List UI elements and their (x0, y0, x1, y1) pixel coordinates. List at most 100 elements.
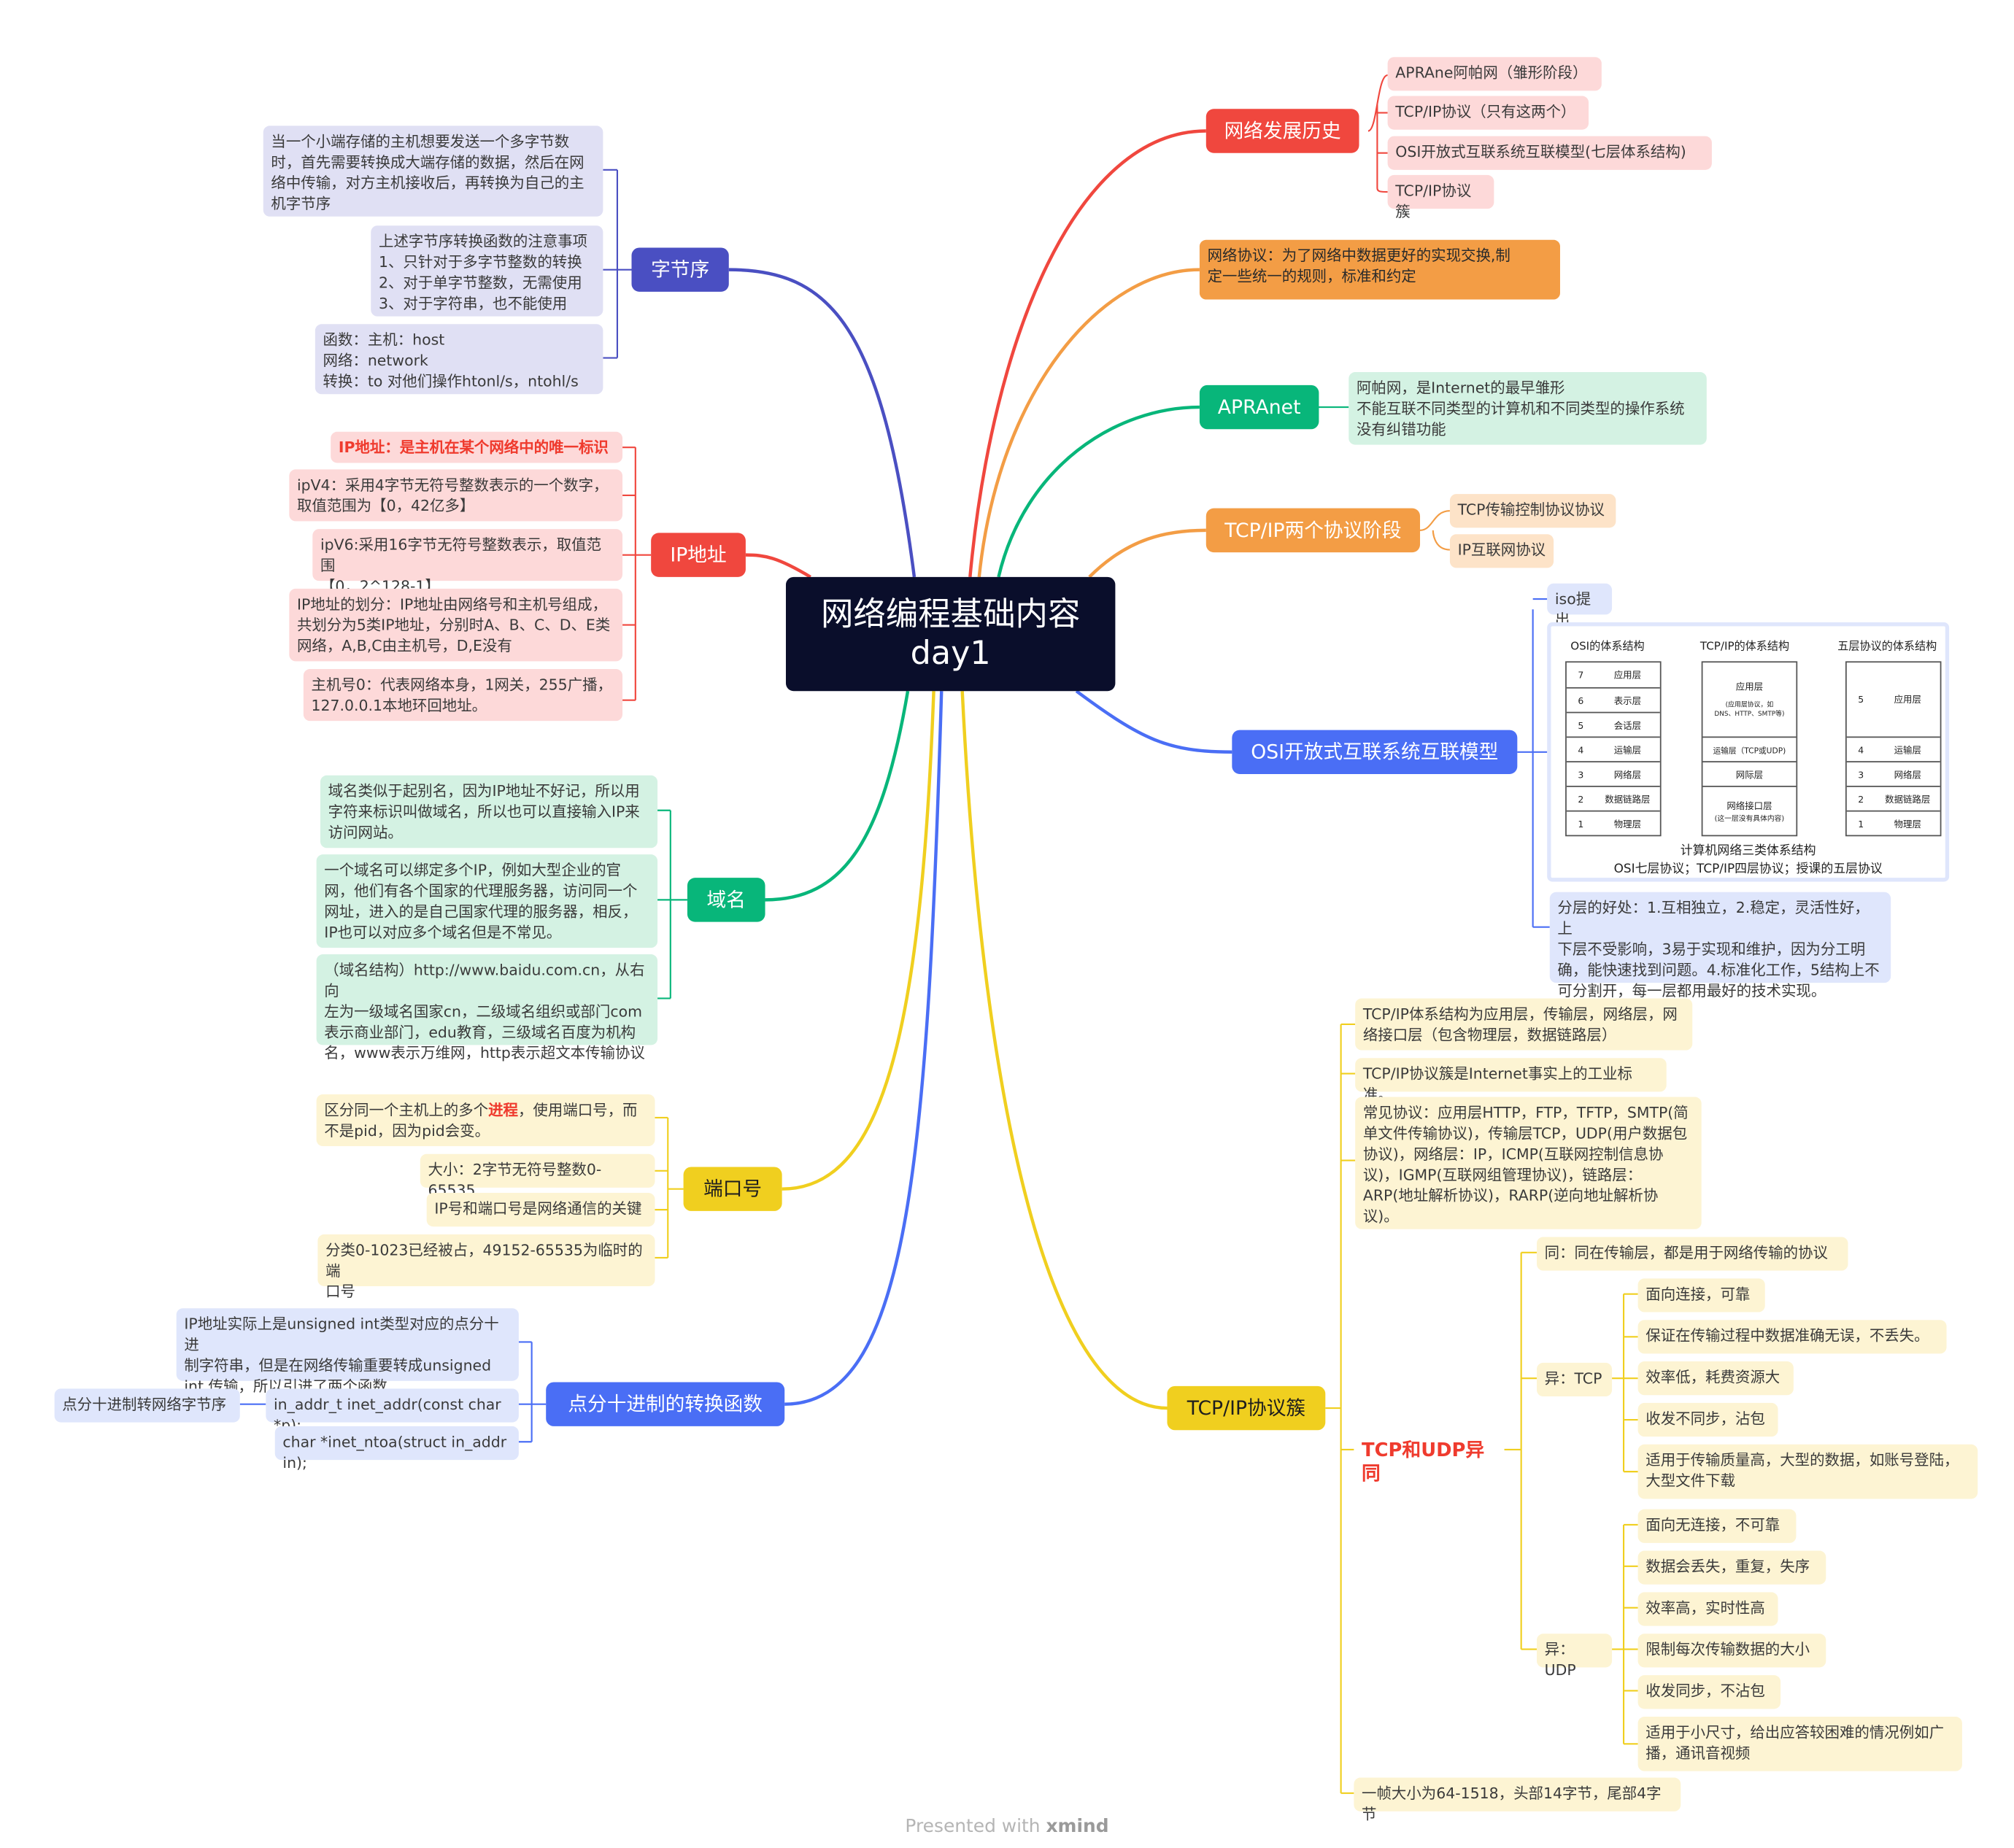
osi-layer-number: 5 (1578, 720, 1584, 731)
history-item[interactable]: TCP/IP协议（只有这两个） (1387, 96, 1589, 130)
history-item[interactable]: TCP/IP协议簇 (1387, 174, 1494, 220)
ip-item[interactable]: ipV4：采用4字节无符号整数表示的一个数字， 取值范围为【0，42亿多】 (289, 469, 623, 522)
branch-dotted-decimal-conversion[interactable]: 点分十进制的转换函数 (546, 1382, 785, 1426)
xmind-logo: xmind (1046, 1816, 1109, 1838)
tcpip-internet-label: 网际层 (1735, 769, 1764, 780)
port-item1-highlight: 进程 (488, 1100, 518, 1119)
suite-item[interactable]: 常见协议：应用层HTTP，FTP，TFTP，SMTP(简 单文件传输协议)，传输… (1355, 1097, 1702, 1229)
ip-item-definition[interactable]: IP地址：是主机在某个网络中的唯一标识 (331, 431, 623, 463)
branch-tcpip-suite[interactable]: TCP/IP协议簇 (1167, 1385, 1326, 1431)
osi-layer-label: 数据链路层 (1605, 794, 1651, 805)
compare-tcp-label[interactable]: 异：TCP (1536, 1362, 1613, 1397)
ip-item[interactable]: IP地址的划分：IP地址由网络号和主机号组成， 共划分为5类IP地址，分别时A、… (289, 588, 623, 662)
convert-fn-inet-ntoa[interactable]: char *inet_ntoa(struct in_addr in); (274, 1426, 519, 1472)
tcpip-layer-table: 应用层 (应用层协议，如 DNS、HTTP、SMTP等) 运输层（TCP或UDP… (1701, 661, 1798, 837)
convert-fn-inet-addr-note[interactable]: 点分十进制转网络字节序 (54, 1388, 240, 1423)
tcp-trait[interactable]: 效率低，耗费资源大 (1637, 1361, 1794, 1396)
central-topic-line1: 网络编程基础内容 (820, 595, 1081, 633)
figure-five-layer-title: 五层协议的体系结构 (1837, 640, 1937, 654)
osi-layer-number: 4 (1578, 745, 1584, 756)
ip-item[interactable]: 主机号0：代表网络本身，1网关，255广播， 127.0.0.1本地环回地址。 (303, 669, 623, 722)
tcpip-stage-item[interactable]: TCP传输控制协议协议 (1449, 494, 1616, 528)
branch-osi-model[interactable]: OSI开放式互联系统互联模型 (1232, 730, 1518, 774)
tcpip-link-note: (这一层没有具体内容) (1714, 815, 1785, 824)
tcp-udp-compare-title[interactable]: TCP和UDP异同 (1362, 1440, 1485, 1485)
osi-layer-label: 会话层 (1613, 720, 1642, 731)
presented-with-footer: Presented with xmind (0, 1817, 2014, 1837)
figure-caption-title: 计算机网络三类体系结构 (1680, 843, 1816, 859)
osi-layer-number: 1 (1578, 819, 1584, 830)
tcp-trait[interactable]: 面向连接，可靠 (1637, 1278, 1765, 1312)
udp-trait[interactable]: 数据会丢失，重复，失序 (1637, 1550, 1826, 1585)
branch-domain-name[interactable]: 域名 (687, 878, 765, 922)
five-layer-label: 网络层 (1894, 769, 1921, 780)
branch-port-number[interactable]: 端口号 (683, 1167, 782, 1211)
osi-layer-label: 表示层 (1613, 695, 1642, 706)
figure-caption-subtitle: OSI七层协议；TCP/IP四层协议；授课的五层协议 (1613, 862, 1883, 877)
five-layer-label: 数据链路层 (1885, 794, 1931, 805)
tcpip-link-label: 网络接口层 (1726, 801, 1772, 812)
five-layer-label: 物理层 (1894, 819, 1921, 830)
compare-same[interactable]: 同：同在传输层，都是用于网络传输的协议 (1536, 1237, 1848, 1271)
port-item-process[interactable]: 区分同一个主机上的多个进程，使用端口号，而 不是pid，因为pid会变。 (316, 1094, 655, 1147)
five-layer-number: 3 (1858, 769, 1864, 780)
port-item1-pre: 区分同一个主机上的多个 (324, 1100, 489, 1119)
branch-ip-address[interactable]: IP地址 (651, 533, 746, 577)
branch-apranet[interactable]: APRAnet (1199, 384, 1319, 430)
port-item[interactable]: IP号和端口号是网络通信的关键 (426, 1193, 655, 1227)
byte-order-item[interactable]: 函数：主机：host 网络：network 转换：to 对他们操作htonl/s… (315, 324, 603, 395)
udp-trait[interactable]: 适用于小尺寸，给出应答较困难的情况例如广 播，通讯音视频 (1637, 1717, 1962, 1771)
udp-trait[interactable]: 收发同步，不沾包 (1637, 1675, 1781, 1709)
osi-layer-label: 应用层 (1613, 669, 1642, 681)
tcpip-app-label: 应用层 (1735, 681, 1764, 692)
port-item[interactable]: 分类0-1023已经被占，49152-65535为临时的端 口号 (317, 1234, 655, 1301)
tcpip-stage-item[interactable]: IP互联网协议 (1449, 534, 1554, 568)
udp-trait[interactable]: 面向无连接，不可靠 (1637, 1509, 1797, 1543)
domain-item[interactable]: 一个域名可以绑定多个IP，例如大型企业的官 网，他们有各个国家的代理服务器，访问… (316, 854, 658, 948)
five-layer-number: 2 (1858, 794, 1864, 805)
suite-frame-size[interactable]: 一帧大小为64-1518，头部14字节，尾部4字节 (1354, 1777, 1681, 1823)
byte-order-item[interactable]: 当一个小端存储的主机想要发送一个多字节数 时，首先需要转换成大端存储的数据，然后… (263, 125, 603, 217)
tcpip-transport-layer: 运输层（TCP或UDP) (1702, 736, 1797, 762)
tcpip-internet-layer: 网际层 (1702, 761, 1797, 787)
ip-item[interactable]: ipV6:采用16字节无符号整数表示，取值范围 【0，2^128-1】 (312, 529, 623, 595)
domain-item[interactable]: （域名结构）http://www.baidu.com.cn，从右向 左为一级域名… (316, 954, 658, 1062)
footer-text: Presented with (905, 1816, 1046, 1838)
domain-item[interactable]: 域名类似于起别名，因为IP地址不好记，所以用 字符来标识叫做域名，所以也可以直接… (320, 775, 658, 848)
history-item[interactable]: APRAne阿帕网（雏形阶段） (1387, 57, 1602, 91)
osi-layer-number: 6 (1578, 695, 1584, 706)
branch-byte-order[interactable]: 字节序 (631, 247, 729, 292)
suite-item[interactable]: TCP/IP体系结构为应用层，传输层，网络层，网 络接口层（包含物理层，数据链路… (1355, 998, 1693, 1051)
udp-trait[interactable]: 效率高，实时性高 (1637, 1592, 1778, 1626)
apranet-description[interactable]: 阿帕网，是Internet的最早雏形 不能互联不同类型的计算机和不同类型的操作系… (1349, 372, 1707, 445)
five-layer-number: 4 (1858, 745, 1864, 756)
branch-tcpip-stages[interactable]: TCP/IP两个协议阶段 (1205, 508, 1421, 553)
branch-network-history[interactable]: 网络发展历史 (1205, 109, 1359, 153)
udp-trait[interactable]: 限制每次传输数据的大小 (1637, 1634, 1826, 1668)
tcp-trait[interactable]: 保证在传输过程中数据准确无误，不丢失。 (1637, 1320, 1947, 1354)
branch-network-protocol[interactable]: 网络协议：为了网络中数据更好的实现交换,制 定一些统一的规则，标准和约定 (1199, 239, 1560, 300)
figure-tcpip-title: TCP/IP的体系结构 (1699, 640, 1790, 654)
osi-layer-number: 2 (1578, 794, 1584, 805)
osi-iso-origin[interactable]: iso提出 (1547, 583, 1613, 629)
convert-description[interactable]: IP地址实际上是unsigned int类型对应的点分十进 制字符串，但是在网络… (176, 1308, 519, 1395)
compare-udp-label[interactable]: 异：UDP (1536, 1634, 1613, 1679)
suite-item[interactable]: TCP/IP协议簇是Internet事实上的工业标准。 (1355, 1058, 1667, 1103)
history-item[interactable]: OSI开放式互联系统互联模型(七层体系结构) (1387, 136, 1712, 170)
tcp-trait[interactable]: 收发不同步，沾包 (1637, 1402, 1778, 1437)
byte-order-item[interactable]: 上述字节序转换函数的注意事项 1、只针对于多字节整数的转换 2、对于单字节整数，… (371, 225, 603, 317)
tcp-trait[interactable]: 适用于传输质量高，大型的数据，如账号登陆， 大型文件下载 (1637, 1444, 1978, 1499)
osi-layering-benefits[interactable]: 分层的好处：1.互相独立，2.稳定，灵活性好，上 下层不受影响，3易于实现和维护… (1549, 892, 1891, 1000)
port-item[interactable]: 大小：2字节无符号整数0-65535 (420, 1153, 655, 1199)
convert-fn-inet-addr[interactable]: in_addr_t inet_addr(const char *p); (266, 1388, 519, 1434)
five-layer-row: 2 数据链路层 (1846, 785, 1940, 812)
